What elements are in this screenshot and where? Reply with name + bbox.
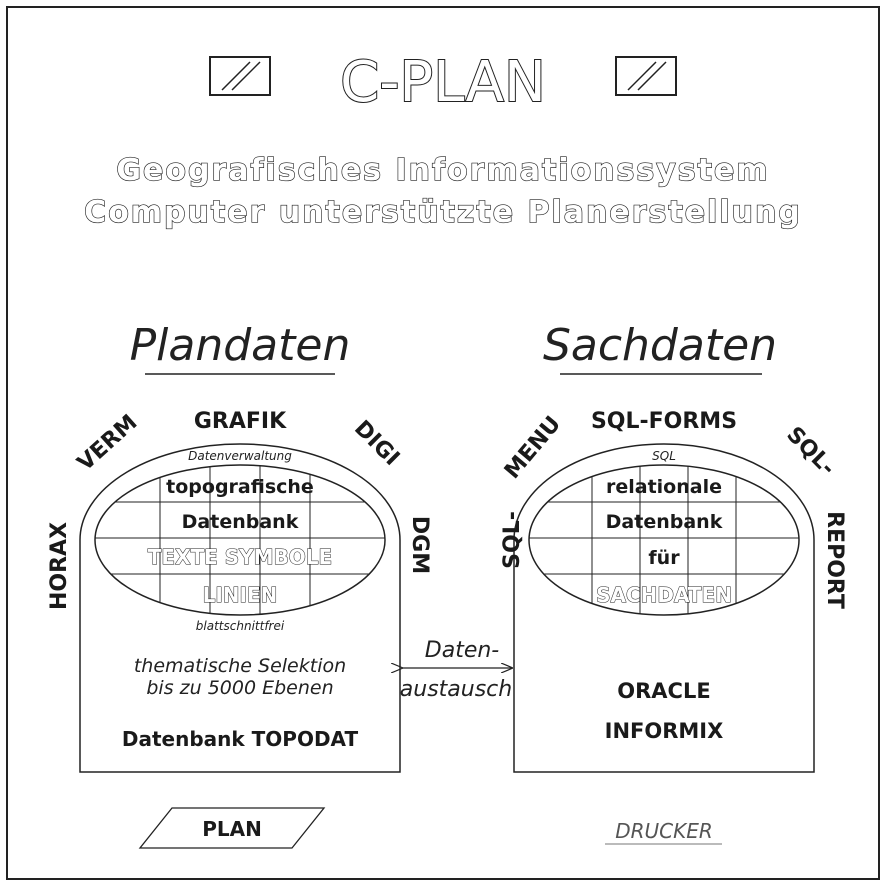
- drucker-output-label: DRUCKER: [615, 819, 713, 843]
- right-inner-line-4: SACHDATEN: [596, 583, 732, 607]
- subtitle-line-1: Geografisches Informationssystem: [116, 153, 769, 188]
- right-grid: [529, 465, 799, 615]
- title-decoration-right-icon: [615, 56, 677, 96]
- right-database-cylinder: SQL relationale Datenbank für SACHDATEN …: [513, 443, 815, 773]
- left-inner-line-1: topografische: [166, 476, 314, 498]
- right-body-line-2: INFORMIX: [605, 719, 724, 743]
- left-grid: [95, 465, 385, 615]
- right-body-line-1: ORACLE: [617, 679, 710, 703]
- left-inner-line-3: TEXTE SYMBOLE: [148, 545, 332, 569]
- left-label-grafik: GRAFIK: [194, 409, 287, 434]
- plan-output-label: PLAN: [202, 817, 262, 841]
- left-inner-line-4: LINIEN: [203, 583, 278, 607]
- plan-output-parallelogram: [138, 807, 326, 849]
- left-body-line-2: bis zu 5000 Ebenen: [146, 677, 333, 699]
- right-top-label: SQL: [652, 449, 676, 463]
- exchange-label-1: Daten-: [425, 638, 500, 663]
- right-label-sql-left: SQL-: [500, 511, 525, 569]
- left-inner-ellipse: [94, 464, 386, 616]
- left-body-line-1: thematische Selektion: [134, 655, 346, 677]
- left-label-digi: DIGI: [349, 416, 404, 471]
- left-label-horax: HORAX: [47, 522, 72, 610]
- title-decoration-left-icon: [209, 56, 271, 96]
- right-label-report: REPORT: [822, 511, 847, 609]
- left-label-verm: VERM: [73, 410, 142, 476]
- right-inner-ellipse: [528, 464, 800, 616]
- left-cylinder-outline: [79, 443, 401, 773]
- heading-plandaten: Plandaten: [130, 320, 351, 371]
- left-top-label: Datenverwaltung: [188, 449, 292, 463]
- outer-frame: [6, 6, 880, 880]
- heading-sachdaten: Sachdaten: [543, 320, 777, 371]
- subtitle-line-2: Computer unterstützte Planerstellung: [84, 195, 802, 230]
- right-cylinder-outline: [513, 443, 815, 773]
- left-inner-line-2: Datenbank: [182, 511, 299, 533]
- left-database-cylinder: Datenverwaltung blattschnittfrei topogra…: [79, 443, 401, 773]
- right-inner-line-3: für: [648, 547, 680, 569]
- right-label-sql-forms: SQL-FORMS: [591, 409, 737, 434]
- exchange-label-2: austausch: [400, 677, 512, 702]
- left-footer: Datenbank TOPODAT: [122, 727, 359, 751]
- page-title: C-PLAN: [340, 50, 546, 115]
- right-inner-line-1: relationale: [606, 476, 722, 498]
- left-bottom-label: blattschnittfrei: [196, 619, 285, 633]
- right-inner-line-2: Datenbank: [606, 511, 723, 533]
- left-label-dgm: DGM: [407, 516, 432, 574]
- right-label-sql-right: SQL-: [781, 422, 839, 480]
